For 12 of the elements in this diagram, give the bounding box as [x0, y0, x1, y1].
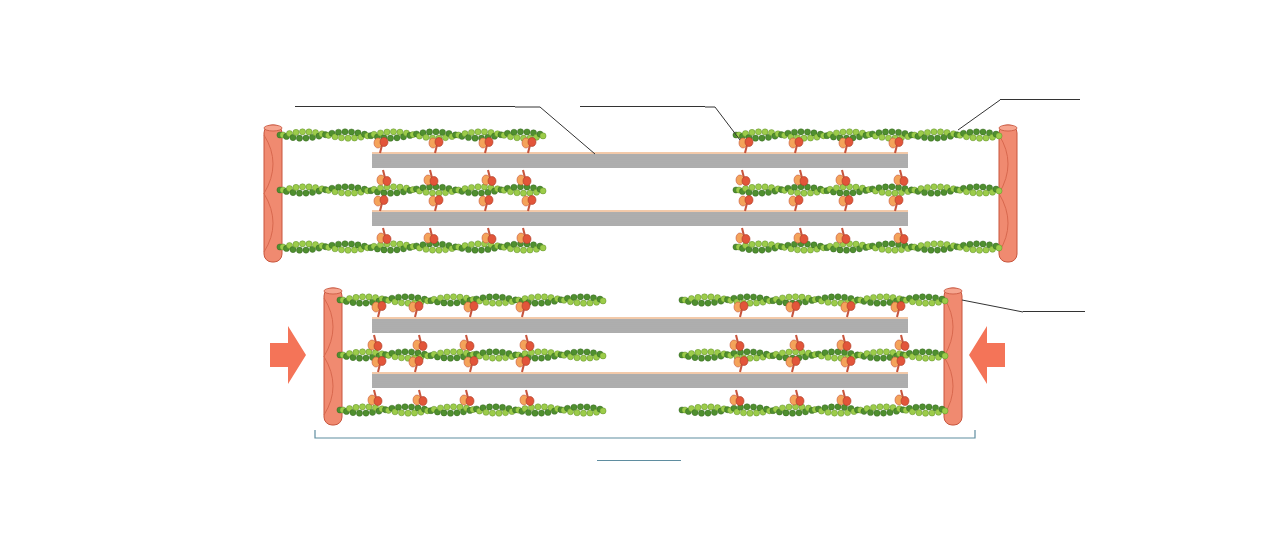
leader-line — [514, 106, 596, 155]
thick-filament — [371, 152, 909, 168]
fill-in-line — [597, 460, 681, 461]
leader-line — [961, 299, 1024, 313]
fill-in-line — [295, 106, 515, 107]
myosin-head — [738, 137, 754, 154]
leader-line — [704, 106, 741, 141]
fill-in-line — [1023, 311, 1085, 312]
fill-in-line — [1000, 99, 1080, 100]
actin-filament — [732, 128, 1003, 142]
leader-line — [957, 99, 1001, 131]
fill-in-line — [580, 106, 705, 107]
